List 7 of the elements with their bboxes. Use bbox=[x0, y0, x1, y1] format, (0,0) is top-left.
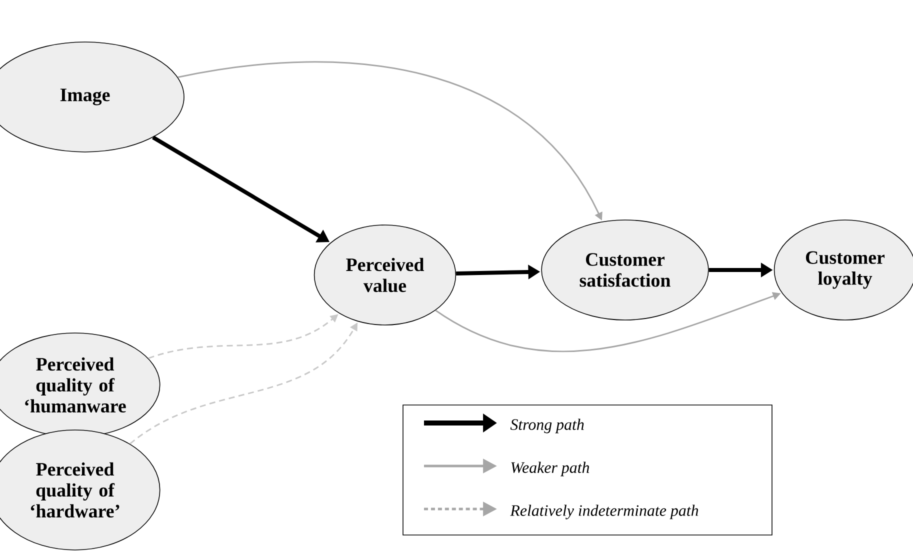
ellipse-node: Customer satisfaction bbox=[541, 220, 709, 320]
legend-label: Weaker path bbox=[511, 462, 590, 476]
ellipse-node: Perceived value bbox=[314, 224, 456, 326]
ellipse-node: Customer loyalty bbox=[774, 220, 913, 320]
legend-label: Relatively indeterminate path bbox=[510, 504, 698, 520]
ellipse-node: Perceived quality of ‘hardware’ bbox=[0, 430, 160, 550]
legend-label: Strong path bbox=[510, 418, 584, 434]
